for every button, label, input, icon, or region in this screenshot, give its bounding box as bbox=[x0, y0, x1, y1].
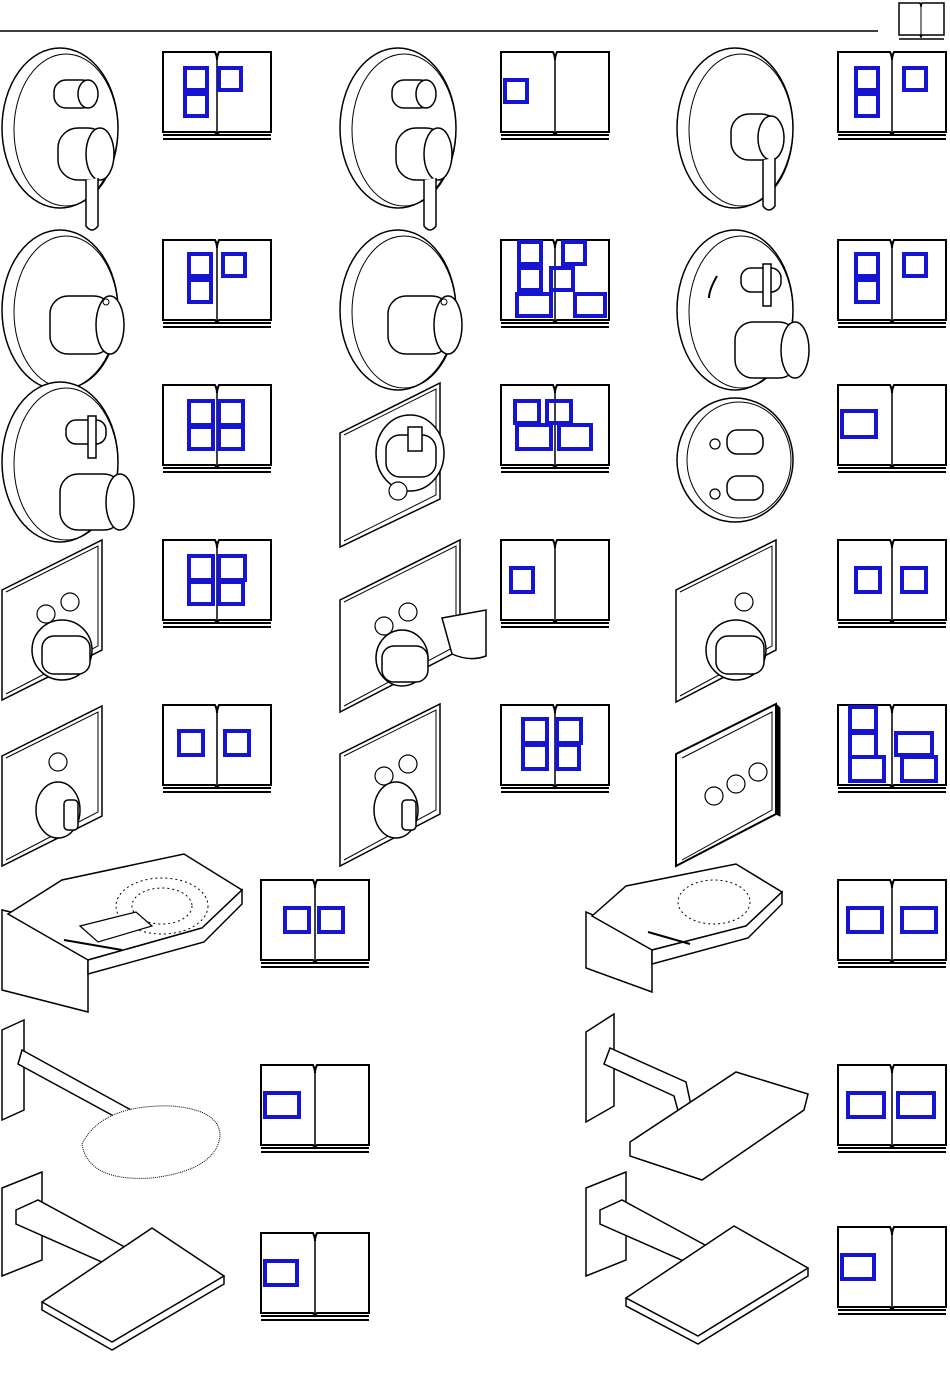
wall-arm-rect-shower-a-icon bbox=[2, 1172, 224, 1350]
book-ref-14 bbox=[501, 705, 609, 792]
book-ref-15 bbox=[838, 705, 946, 792]
round-thermostat-two-handle-icon bbox=[677, 230, 809, 390]
book-ref-7 bbox=[163, 385, 271, 472]
book-ref-11 bbox=[501, 540, 609, 627]
book-ref-19 bbox=[838, 1065, 946, 1152]
book-ref-13 bbox=[163, 705, 271, 792]
wall-arm-shower-plate-icon bbox=[586, 1014, 808, 1180]
book-ref-3 bbox=[838, 52, 946, 139]
round-thermostat-trim-a-icon bbox=[2, 230, 124, 390]
open-book-icon bbox=[899, 3, 944, 39]
book-ref-9 bbox=[838, 385, 946, 472]
round-thermostat-two-handle-b-icon bbox=[2, 382, 134, 542]
square-one-button-thermostat-icon bbox=[676, 540, 776, 702]
round-single-lever-trim-icon bbox=[677, 48, 793, 210]
square-two-button-lever-icon bbox=[340, 704, 440, 866]
book-ref-20 bbox=[261, 1233, 369, 1320]
wall-arm-shower-round-icon bbox=[2, 1020, 220, 1178]
round-diverter-mixer-trim-icon bbox=[2, 48, 118, 230]
book-ref-5 bbox=[501, 240, 609, 327]
book-ref-18 bbox=[261, 1065, 369, 1152]
square-one-button-lever-icon bbox=[2, 706, 102, 866]
square-three-button-panel-icon bbox=[676, 704, 780, 866]
book-ref-12 bbox=[838, 540, 946, 627]
book-ref-1 bbox=[163, 52, 271, 139]
book-ref-10 bbox=[163, 540, 271, 627]
book-ref-4 bbox=[163, 240, 271, 327]
square-thermostat-one-outlet-icon bbox=[340, 383, 444, 547]
book-ref-2 bbox=[501, 52, 609, 139]
square-two-button-with-holder-icon bbox=[340, 540, 486, 712]
round-thermostat-trim-b-icon bbox=[340, 230, 462, 390]
wall-arm-rect-shower-b-icon bbox=[586, 1172, 808, 1344]
overhead-shower-with-controls-icon bbox=[2, 854, 242, 1012]
overhead-shower-panel-icon bbox=[586, 864, 782, 992]
round-diverter-mixer-trim-variant-icon bbox=[340, 48, 456, 230]
book-ref-6 bbox=[838, 240, 946, 327]
book-ref-21 bbox=[838, 1227, 946, 1314]
square-two-button-thermostat-icon bbox=[2, 540, 102, 700]
round-two-valve-trim-icon bbox=[677, 398, 793, 522]
book-ref-8 bbox=[501, 385, 609, 472]
book-ref-16 bbox=[261, 880, 369, 967]
book-ref-17 bbox=[838, 880, 946, 967]
